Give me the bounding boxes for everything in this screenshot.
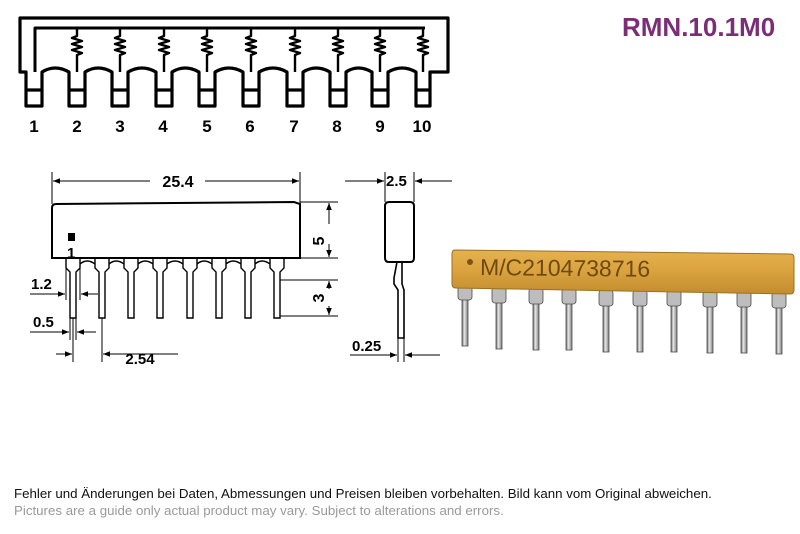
dim-pitch bbox=[56, 318, 178, 362]
dim-pin-length-label: 3 bbox=[311, 293, 328, 302]
pin-label-5: 5 bbox=[202, 117, 211, 136]
pin1-marker bbox=[68, 233, 75, 241]
pin-label-2: 2 bbox=[72, 117, 81, 136]
disclaimer-english: Pictures are a guide only actual product… bbox=[14, 503, 504, 518]
resistor-3 bbox=[113, 28, 127, 72]
dim-body-height-label: 5 bbox=[311, 236, 328, 245]
side-view bbox=[384, 201, 415, 339]
schematic-pin-labels: 1 2 3 4 5 6 7 8 9 10 bbox=[29, 117, 431, 136]
front-view-pins bbox=[65, 258, 285, 319]
dim-pitch-label: 2.54 bbox=[125, 351, 155, 368]
photo-pin1-dot bbox=[467, 259, 473, 265]
dim-thickness-label: 2.5 bbox=[386, 173, 407, 190]
resistor-8 bbox=[331, 28, 345, 72]
front-view bbox=[51, 200, 301, 319]
common-bus bbox=[33, 26, 425, 72]
dim-pin-width bbox=[30, 268, 98, 300]
front-view-body bbox=[51, 200, 301, 259]
resistor-2 bbox=[70, 28, 84, 72]
pin1-label: 1 bbox=[67, 245, 75, 262]
resistor-9 bbox=[373, 28, 387, 72]
pin-label-8: 8 bbox=[332, 117, 341, 136]
dim-thickness bbox=[345, 172, 452, 202]
dim-length bbox=[51, 172, 301, 204]
dim-length-label: 25.4 bbox=[162, 174, 193, 191]
schematic-package-outline bbox=[18, 16, 450, 92]
resistor-10 bbox=[416, 28, 430, 72]
pin-label-10: 10 bbox=[413, 117, 432, 136]
resistor-4 bbox=[157, 28, 171, 72]
pin-label-4: 4 bbox=[158, 117, 168, 136]
resistor-6 bbox=[244, 28, 258, 72]
pin-label-6: 6 bbox=[245, 117, 254, 136]
dim-pin-length bbox=[280, 279, 338, 317]
resistor-5 bbox=[200, 28, 214, 72]
pin-label-1: 1 bbox=[29, 117, 38, 136]
photo-marking: M/C2104738716 bbox=[480, 254, 650, 282]
pin-label-9: 9 bbox=[375, 117, 384, 136]
resistor-network bbox=[70, 28, 430, 72]
pin-label-3: 3 bbox=[115, 117, 124, 136]
resistor-7 bbox=[288, 28, 302, 72]
dim-pin-thickness-label: 0.5 bbox=[33, 314, 54, 331]
product-photo bbox=[451, 249, 795, 355]
schematic bbox=[18, 16, 450, 108]
dim-body-height bbox=[300, 201, 338, 259]
photo-body bbox=[451, 249, 795, 295]
dim-pin-width-label: 1.2 bbox=[31, 276, 52, 293]
dim-pin-lead bbox=[350, 338, 440, 362]
disclaimer-german: Fehler und Änderungen bei Daten, Abmessu… bbox=[14, 486, 712, 501]
dim-pin-lead-label: 0.25 bbox=[352, 338, 381, 355]
part-number-title: RMN.10.1M0 bbox=[622, 12, 776, 42]
side-view-body bbox=[384, 201, 415, 263]
pin-label-7: 7 bbox=[289, 117, 298, 136]
dim-pin-thickness bbox=[30, 318, 96, 340]
